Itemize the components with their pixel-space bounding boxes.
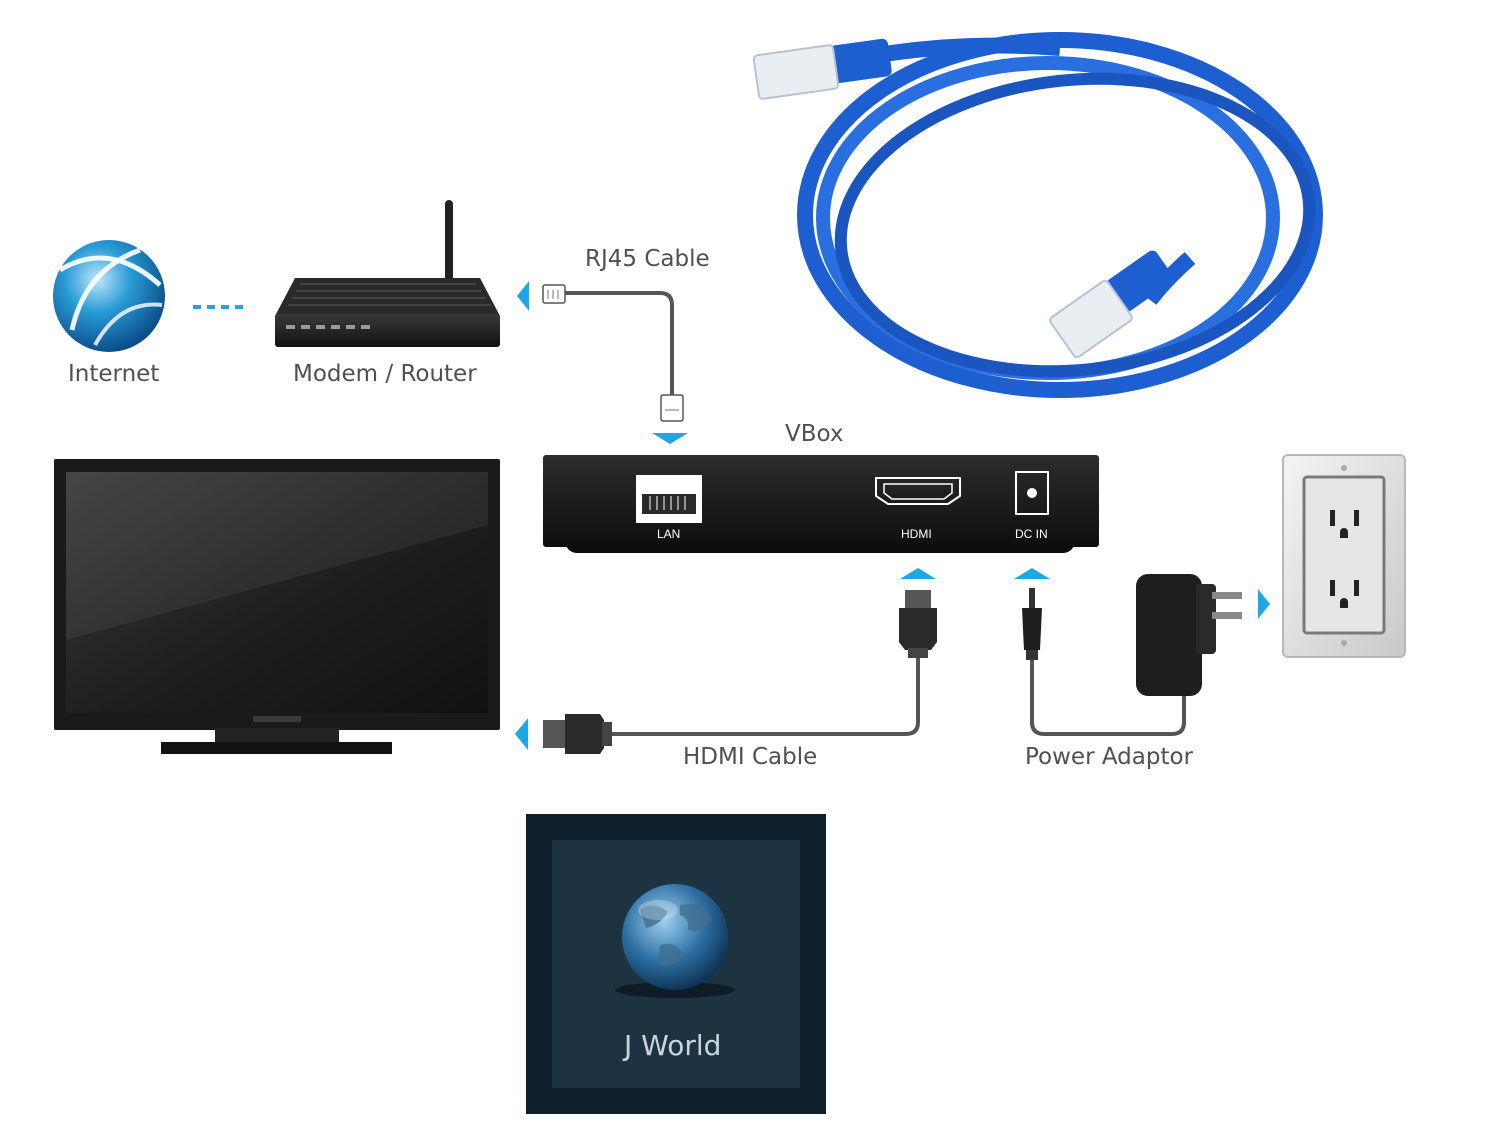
lan-port-label: LAN [657, 527, 681, 541]
arrow-left-icon [517, 281, 529, 311]
power-cable-line [1030, 660, 1186, 736]
arrow-down-icon [652, 433, 688, 444]
dc-in-port-icon [1015, 471, 1049, 515]
router-label: Modem / Router [293, 361, 477, 387]
hdmi-plug-icon [543, 714, 612, 754]
arrow-up-icon [1014, 568, 1050, 579]
hdmi-cable-line [612, 658, 920, 736]
power-adaptor-label: Power Adaptor [1025, 744, 1194, 770]
arrow-left-icon [515, 718, 528, 750]
app-tile-label: J World [624, 1029, 722, 1062]
rj45-plug-icon [542, 284, 566, 304]
arrow-up-icon [900, 568, 936, 579]
tv-monitor-icon [54, 459, 500, 754]
rj45-plug-icon [660, 394, 684, 422]
app-tile[interactable] [526, 814, 826, 1114]
power-adaptor-icon [1136, 574, 1242, 696]
dc-plug-icon [1022, 588, 1042, 660]
rj45-cable-line [565, 291, 674, 395]
earth-globe-icon [622, 884, 728, 990]
dc-in-port-label: DC IN [1015, 527, 1048, 541]
vbox-label: VBox [785, 421, 844, 447]
hdmi-port-label: HDMI [901, 527, 932, 541]
hdmi-cable-label: HDMI Cable [683, 744, 818, 770]
rj45-cable-label: RJ45 Cable [585, 246, 710, 272]
ethernet-cable-photo [752, 32, 1323, 398]
vbox-device [543, 455, 1099, 553]
hdmi-plug-icon [899, 590, 937, 658]
wall-outlet-icon [1282, 454, 1406, 658]
router-icon [275, 200, 500, 347]
internet-label: Internet [68, 361, 160, 387]
internet-globe-icon [53, 240, 165, 352]
arrow-right-icon [1258, 589, 1270, 619]
lan-port-icon [636, 475, 702, 523]
hdmi-port-icon [875, 477, 961, 505]
